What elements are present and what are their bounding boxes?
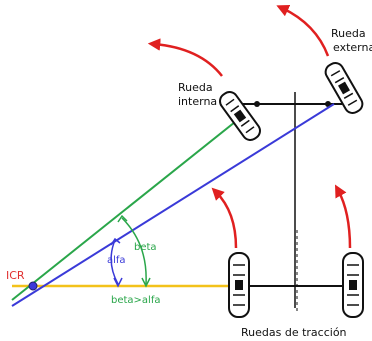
- beta-arc-arrowhead: [141, 277, 151, 288]
- rear-right-direction-arrow: [335, 184, 352, 249]
- alfa-angle-arc: [110, 239, 119, 285]
- inner-wheel-direction-arrow: [147, 38, 223, 77]
- icr-point: [28, 281, 38, 291]
- angle-comparison-label: beta>alfa: [111, 295, 161, 306]
- traction-wheels-label: Ruedas de tracción: [241, 326, 347, 339]
- rear-left-direction-arrow: [211, 187, 238, 249]
- front-pivot-left: [254, 101, 260, 107]
- beta-arc-start-tick: [117, 214, 128, 223]
- outer-front-wheel: [324, 62, 364, 114]
- inner-wheel-label-line1: Rueda: [178, 81, 213, 94]
- front-pivot-right: [325, 101, 331, 107]
- rear-left-wheel: [228, 252, 250, 318]
- alfa-label: alfa: [107, 255, 126, 266]
- green-inner-wheel-line: [11, 117, 241, 301]
- outer-wheel-direction-arrow: [276, 5, 330, 57]
- rear-right-wheel: [342, 252, 364, 318]
- alfa-arc-arrowhead: [113, 277, 123, 288]
- outer-wheel-label-line1: Rueda: [331, 27, 366, 40]
- inner-front-wheel: [219, 91, 261, 141]
- alfa-arc-start-tick: [110, 237, 121, 246]
- inner-wheel-label-line2: interna: [178, 95, 218, 108]
- beta-angle-arc: [121, 217, 147, 285]
- icr-label: ICR: [6, 269, 25, 282]
- blue-outer-wheel-line: [11, 103, 335, 307]
- outer-wheel-label-line2: externa: [333, 41, 372, 54]
- beta-label: beta: [134, 242, 157, 253]
